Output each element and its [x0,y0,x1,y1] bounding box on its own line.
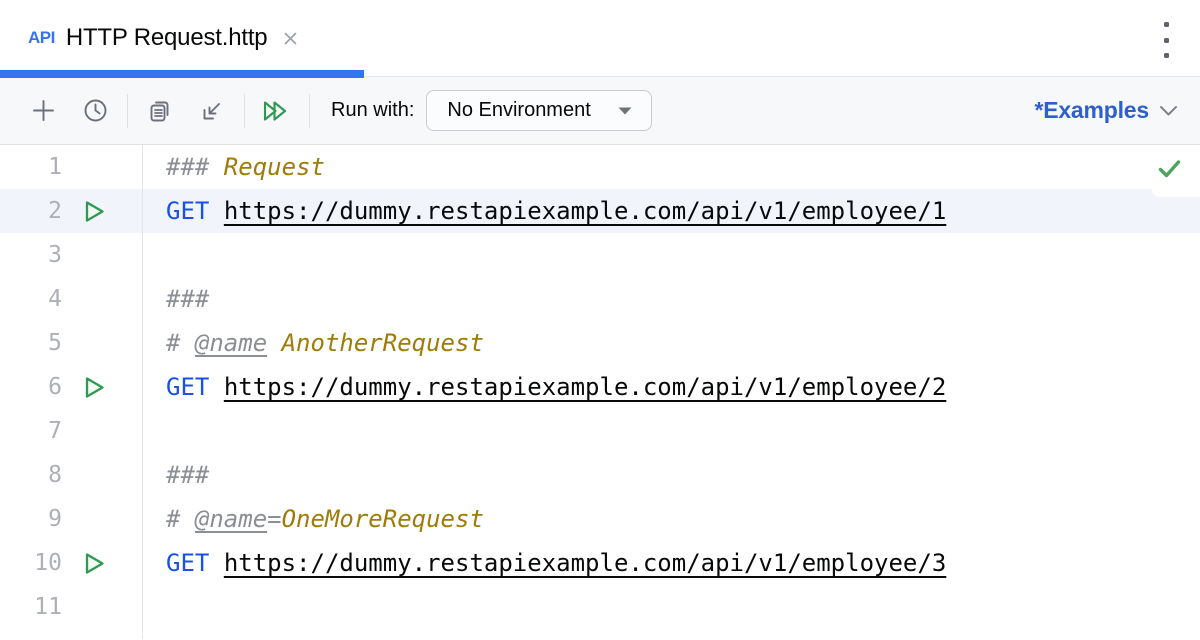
token-comment: ### [166,285,210,313]
line-number: 10 [34,550,62,576]
run-request-icon[interactable] [62,375,106,400]
token-name: OneMoreRequest [281,505,484,533]
token-method: GET [166,197,210,225]
editor-line: 8 ### [0,453,1200,497]
current-line-highlight [0,189,1200,233]
line-number: 11 [34,594,62,620]
gutter [62,551,143,576]
token-plain [209,549,223,577]
environment-selector[interactable]: No Environment [426,90,652,131]
token-url: https://dummy.restapiexample.com/api/v1/… [223,549,947,577]
environment-selector-value: No Environment [447,99,591,121]
token-comment: # [166,329,195,357]
line-number: 3 [48,242,62,268]
token-name: AnotherRequest [281,329,484,357]
run-request-icon[interactable] [62,551,106,576]
chevron-down-icon [1160,105,1177,115]
editor-line: 5 # @name AnotherRequest [0,321,1200,365]
tab-title: HTTP Request.http [65,24,268,51]
line-number: 6 [48,374,62,400]
editor-tab-bar: API HTTP Request.http [0,0,1200,78]
token-comment: ### [166,153,224,181]
active-tab-indicator [0,70,364,78]
toolbar-separator [127,93,128,128]
gutter-divider [142,145,143,639]
editor-line: 2 GET https://dummy.restapiexample.com/ap… [0,189,1200,233]
run-all-requests-icon[interactable] [260,94,294,128]
token-comment: = [267,505,282,533]
code-text: ### [166,285,209,313]
run-request-icon[interactable] [62,199,106,224]
code-text: GET https://dummy.restapiexample.com/api… [166,549,946,577]
code-text: ### [166,461,209,489]
http-file-type-icon: API [28,28,55,47]
editor-line: 1 ### Request [0,145,1200,189]
editor-line: 4 ### [0,277,1200,321]
token-plain [267,329,281,357]
close-icon[interactable] [281,29,300,48]
token-plain [209,197,223,225]
line-number: 8 [48,462,62,488]
run-with-label: Run with: [331,99,415,121]
token-name: Request [223,153,325,181]
token-method: GET [166,549,210,577]
editor-line: 6 GET https://dummy.restapiexample.com/ap… [0,365,1200,409]
gutter [62,375,143,400]
line-number: 1 [48,154,62,180]
editor-line: 9 # @name=OneMoreRequest [0,497,1200,541]
tab-http-request-file[interactable]: API HTTP Request.http [0,0,300,76]
token-method: GET [166,373,210,401]
add-request-icon[interactable] [26,94,60,128]
token-url: https://dummy.restapiexample.com/api/v1/… [223,197,947,225]
token-plain [209,373,223,401]
code-text: GET https://dummy.restapiexample.com/api… [166,197,946,225]
toolbar-separator [309,93,310,128]
line-number: 7 [48,418,62,444]
token-directive: @name [194,505,268,533]
editor-line: 11 [0,585,1200,629]
line-number: 2 [48,198,62,224]
http-client-toolbar: Run with: No Environment *Examples [0,77,1200,145]
line-number: 4 [48,286,62,312]
history-icon[interactable] [78,94,112,128]
dropdown-arrow-icon [618,107,632,114]
examples-label: *Examples [1034,97,1149,123]
gutter [62,199,143,224]
kebab-menu-icon[interactable] [1156,22,1176,58]
copy-request-icon[interactable] [143,94,177,128]
token-url: https://dummy.restapiexample.com/api/v1/… [223,373,947,401]
code-text: GET https://dummy.restapiexample.com/api… [166,373,946,401]
code-text: # @name=OneMoreRequest [166,505,484,533]
token-directive: @name [194,329,268,357]
token-comment: ### [166,461,210,489]
checkmark-icon[interactable] [1157,158,1182,180]
examples-run-config[interactable]: *Examples [1034,97,1178,124]
toolbar-separator [244,93,245,128]
token-comment: # [166,505,195,533]
editor-line: 10 GET https://dummy.restapiexample.com/a… [0,541,1200,585]
editor-line: 3 [0,233,1200,277]
import-icon[interactable] [195,94,229,128]
line-number: 5 [48,330,62,356]
editor-line: 7 [0,409,1200,453]
code-text: # @name AnotherRequest [166,329,484,357]
line-number: 9 [48,506,62,532]
code-text: ### Request [166,153,325,181]
